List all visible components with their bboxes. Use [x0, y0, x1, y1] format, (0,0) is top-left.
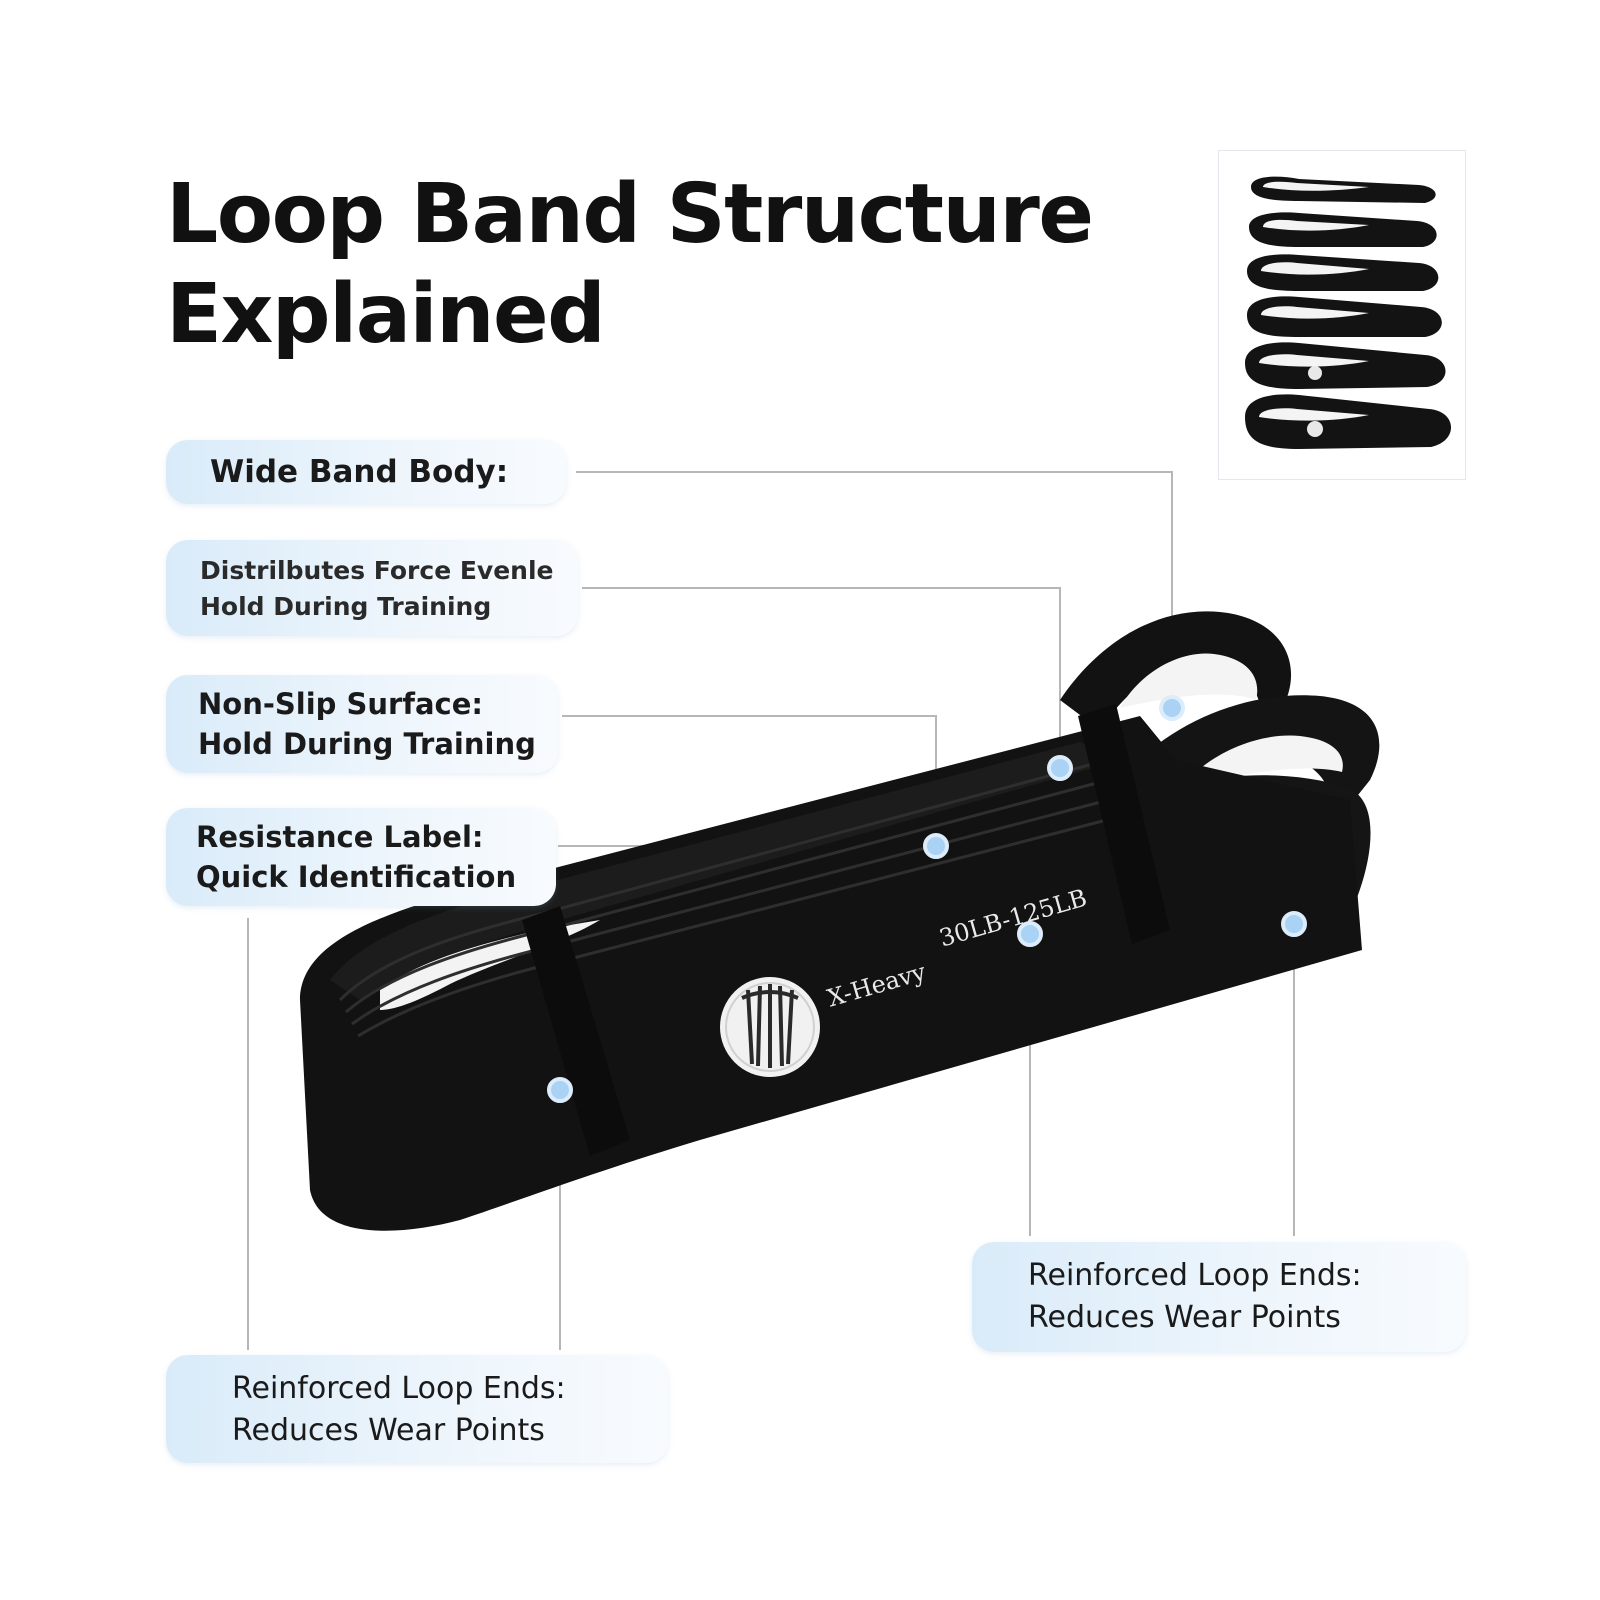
callout-1-line-1: Wide Band Body: [210, 454, 509, 490]
marker-dot-right-loop [1281, 911, 1307, 937]
callout-3-line-2: Hold During Training [198, 727, 536, 761]
callout-reinforced-loop-ends-right: Reinforced Loop Ends: Reduces Wear Point… [972, 1242, 1466, 1352]
band-strap-right [1078, 704, 1170, 944]
callout-6-line-2: Reduces Wear Points [1028, 1300, 1341, 1335]
band-logo-icon [720, 977, 820, 1077]
back-loop [1060, 611, 1292, 740]
middle-loop [1120, 695, 1380, 830]
thumb-band-2 [1249, 212, 1437, 247]
marker-dot-resistance-label [1017, 921, 1043, 947]
title-line-1: Loop Band Structure [166, 167, 1094, 262]
thumb-band-6 [1245, 394, 1452, 449]
band-set-thumbnail [1218, 150, 1466, 480]
band-body [300, 716, 1362, 1231]
callout-2-line-2: Hold During Training [200, 592, 492, 621]
marker-dot-left-loop [547, 1077, 573, 1103]
callout-non-slip-surface: Non-Slip Surface: Hold During Training [166, 675, 558, 773]
callout-2-line-1: Distrilbutes Force Evenle [200, 556, 554, 585]
leader-line-distributes-force [582, 587, 1061, 760]
marker-dot-distributes-force [1047, 755, 1073, 781]
left-loop-top [330, 742, 1120, 1000]
callout-5-line-1: Reinforced Loop Ends: [232, 1371, 566, 1406]
thumb-band-1 [1251, 176, 1436, 203]
callout-5-line-2: Reduces Wear Points [232, 1413, 545, 1448]
callout-3-line-1: Non-Slip Surface: [198, 687, 483, 721]
marker-dots [547, 695, 1307, 1103]
callout-reinforced-loop-ends-left: Reinforced Loop Ends: Reduces Wear Point… [166, 1355, 668, 1463]
thumb-band-5 [1245, 342, 1446, 389]
band-set-illustration [1245, 176, 1452, 449]
callout-6-line-1: Reinforced Loop Ends: [1028, 1258, 1362, 1293]
leader-line-wide-band-body [576, 471, 1173, 700]
callout-distributes-force: Distrilbutes Force Evenle Hold During Tr… [166, 540, 578, 636]
marker-dot-non-slip [923, 833, 949, 859]
callout-resistance-label: Resistance Label: Quick Identification [166, 808, 556, 906]
band-strap-left [522, 906, 630, 1156]
marker-dot-wide-body [1159, 695, 1185, 721]
back-loop-inner [1120, 653, 1258, 708]
callout-4-line-1: Resistance Label: [196, 820, 484, 854]
callout-wide-band-body: Wide Band Body: [166, 440, 566, 504]
callout-4-line-2: Quick Identification [196, 860, 517, 894]
title-line-2: Explained [166, 267, 606, 362]
page-title: Loop Band Structure Explained [166, 165, 1094, 365]
